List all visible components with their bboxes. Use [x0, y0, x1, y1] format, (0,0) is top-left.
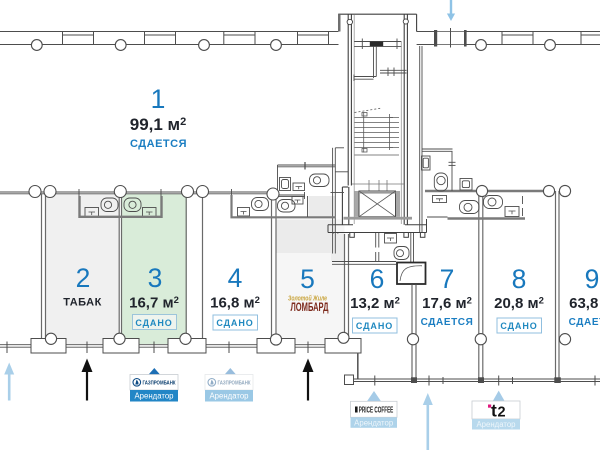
svg-text:7: 7 [440, 264, 455, 294]
svg-text:Золотой Жиле: Золотой Жиле [288, 294, 327, 303]
svg-text:СДАЕТСЯ: СДАЕТСЯ [569, 317, 600, 328]
svg-text:5: 5 [300, 264, 315, 294]
svg-text:ГАЗПРОМБАНК: ГАЗПРОМБАНК [218, 380, 251, 386]
svg-text:16,8 м2: 16,8 м2 [210, 295, 260, 312]
svg-text:ТАБАК: ТАБАК [63, 297, 102, 309]
svg-text:3: 3 [148, 263, 163, 293]
svg-text:t: t [491, 401, 497, 421]
svg-text:СДАЕТСЯ: СДАЕТСЯ [130, 138, 187, 150]
svg-text:20,8 м2: 20,8 м2 [494, 295, 544, 312]
svg-text:17,6 м2: 17,6 м2 [422, 295, 472, 312]
svg-text:1: 1 [151, 84, 166, 114]
svg-text:ЛОМБАРД: ЛОМБАРД [291, 302, 329, 314]
svg-text:ГАЗПРОМБАНК: ГАЗПРОМБАНК [143, 380, 176, 386]
svg-text:СДАНО: СДАНО [500, 321, 537, 331]
svg-text:2: 2 [76, 263, 91, 293]
svg-text:8: 8 [512, 264, 527, 294]
svg-text:Арендатор: Арендатор [134, 391, 174, 400]
svg-text:PRICE COFFEE: PRICE COFFEE [359, 405, 394, 414]
svg-text:СДАНО: СДАНО [356, 321, 393, 331]
svg-text:4: 4 [228, 263, 243, 293]
svg-text:СДАЕТСЯ: СДАЕТСЯ [421, 317, 474, 328]
svg-text:2: 2 [498, 405, 506, 421]
svg-text:9: 9 [585, 264, 600, 294]
svg-text:Арендатор: Арендатор [209, 391, 249, 400]
svg-text:99,1 м2: 99,1 м2 [130, 115, 187, 134]
svg-text:16,7 м2: 16,7 м2 [129, 295, 179, 312]
svg-text:СДАНО: СДАНО [216, 318, 253, 328]
svg-text:13,2 м2: 13,2 м2 [350, 295, 400, 312]
svg-text:Арендатор: Арендатор [476, 420, 516, 429]
svg-text:63,8 м2: 63,8 м2 [569, 295, 600, 312]
svg-text:Арендатор: Арендатор [354, 418, 394, 427]
svg-text:6: 6 [370, 264, 385, 294]
svg-text:СДАНО: СДАНО [135, 318, 172, 328]
